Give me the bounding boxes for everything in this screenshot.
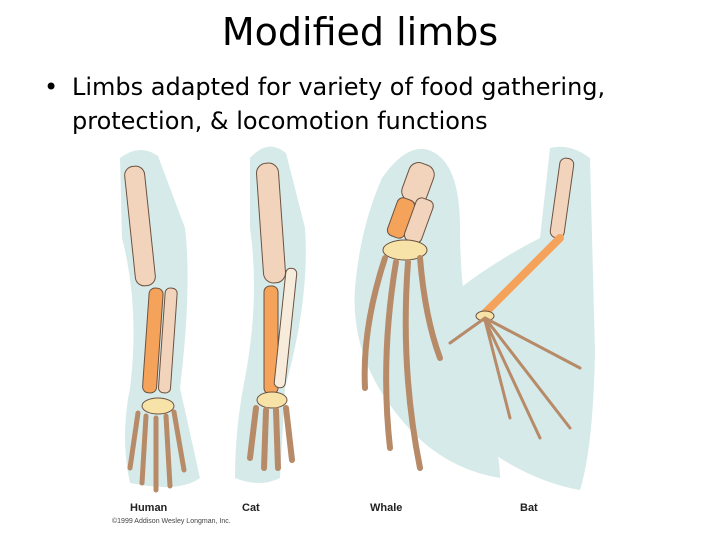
slide-title: Modified limbs bbox=[0, 10, 720, 54]
label-whale: Whale bbox=[370, 502, 402, 514]
homologous-limbs-figure: Human Cat Whale Bat bbox=[100, 138, 600, 534]
limbs-illustration bbox=[100, 138, 600, 534]
bullet-icon: • bbox=[44, 70, 58, 104]
label-human: Human bbox=[130, 502, 167, 514]
label-cat: Cat bbox=[242, 502, 260, 514]
copyright-note: ©1999 Addison Wesley Longman, Inc. bbox=[112, 518, 231, 525]
label-bat: Bat bbox=[520, 502, 538, 514]
bullet-text: Limbs adapted for variety of food gather… bbox=[72, 70, 672, 138]
